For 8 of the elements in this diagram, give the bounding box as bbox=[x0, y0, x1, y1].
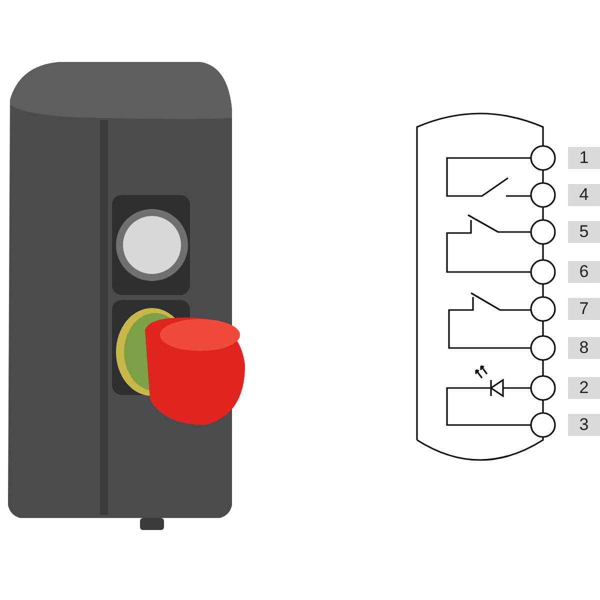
pin-number: 3 bbox=[568, 414, 600, 436]
pin-number: 1 bbox=[568, 147, 600, 169]
pin-number: 2 bbox=[568, 377, 600, 399]
pin-number: 4 bbox=[568, 184, 600, 206]
pin-number: 7 bbox=[568, 298, 600, 320]
pin-number: 8 bbox=[568, 337, 600, 359]
pin-number: 5 bbox=[568, 221, 600, 243]
pin-number: 6 bbox=[568, 261, 600, 283]
